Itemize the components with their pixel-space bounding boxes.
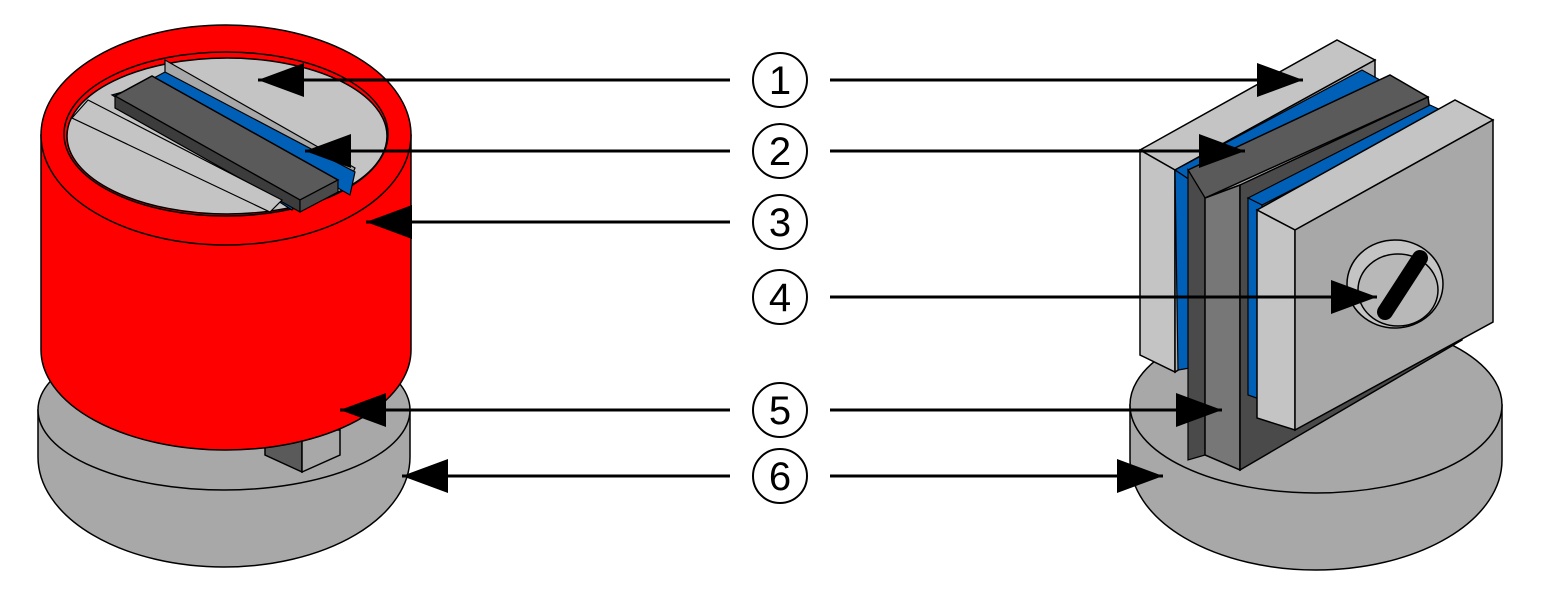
callout-4-label: 4 xyxy=(769,276,791,320)
callout-2-circle xyxy=(752,123,808,179)
callout-4-circle xyxy=(752,269,808,325)
callout-1-label: 1 xyxy=(769,59,791,103)
callout-6-circle xyxy=(752,448,808,504)
callout-4: 4 xyxy=(752,269,1377,325)
callout-6: 6 xyxy=(402,448,1163,504)
callout-6-label: 6 xyxy=(769,455,791,499)
right-screw xyxy=(1346,239,1444,329)
callout-2: 2 xyxy=(305,123,1245,179)
callouts-group: 1 2 3 4 5 6 xyxy=(258,52,1377,504)
callout-3-circle xyxy=(752,194,808,250)
callout-3-label: 3 xyxy=(769,201,791,245)
callout-5: 5 xyxy=(340,382,1222,438)
callout-3: 3 xyxy=(366,194,808,250)
callout-5-circle xyxy=(752,382,808,438)
callout-5-label: 5 xyxy=(769,389,791,433)
callout-1-circle xyxy=(752,52,808,108)
callout-1: 1 xyxy=(258,52,1303,108)
callout-2-label: 2 xyxy=(769,130,791,174)
left-assembly xyxy=(37,24,412,568)
right-assembly xyxy=(1129,39,1503,571)
